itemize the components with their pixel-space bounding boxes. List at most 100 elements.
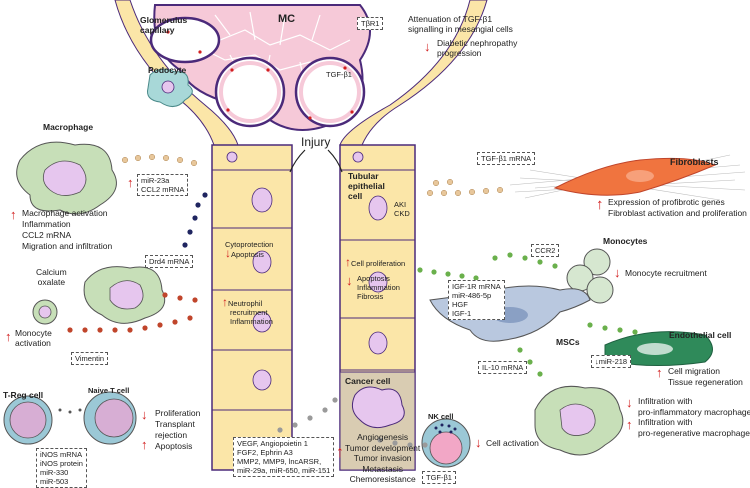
cell-activation-label: Cell activation [486, 438, 539, 448]
il10-box: IL-10 mRNA [478, 361, 528, 374]
mir486-line: miR-486-5p [452, 291, 492, 300]
neutrophil-word: Neutrophil [228, 299, 263, 308]
vegf-line-2: FGF2, Ephrin A3 [237, 448, 293, 457]
ccr2-box: CCR2 [531, 244, 560, 257]
mir23a-line: miR-23a [141, 176, 170, 185]
endo-effects: Cell migration Tissue regeneration [668, 366, 743, 388]
capillary-loop-top [149, 16, 221, 64]
neutrophil-line: ↑Neutrophil [222, 295, 263, 309]
apoptosis-line: ↓Apoptosis [225, 246, 264, 260]
mir218-box: ↓miR-218 [591, 355, 632, 368]
infiltration-1: Infiltration with [638, 396, 693, 406]
drd4-box: Drd4 mRNA [145, 255, 194, 268]
infiltration-3: Infiltration with [638, 417, 693, 427]
macrophage-effect-3: CCL2 mRNA [22, 230, 72, 240]
mir503: miR-503 [40, 477, 69, 486]
mir330: miR-330 [40, 468, 69, 477]
right-fibrosis: Fibrosis [357, 292, 384, 301]
podocyte-label: Podocyte [148, 65, 187, 75]
monocytes-label: Monocytes [603, 236, 648, 246]
vegf-line-3: MMP2, MMP9, lncARSR, [237, 457, 322, 466]
macrophage-effects: Macrophage activation Inflammation CCL2 … [22, 208, 112, 252]
right-apoptosis: Apoptosis [357, 274, 390, 283]
endo-up-arrow: ↑ [656, 365, 663, 380]
cytoprotection-text: Cytoprotection ↓Apoptosis [225, 240, 273, 259]
infiltration-4: pro-regenerative macrophages [638, 427, 750, 438]
nk-down-arrow: ↓ [475, 435, 482, 450]
neutrophil-text: ↑Neutrophil recruitment Inflammation [222, 295, 273, 326]
cancer-effect-5: Chemoresistance [349, 474, 416, 484]
igf1r-line: IGF-1R mRNA [452, 282, 501, 291]
inos-protein: iNOS protein [40, 459, 83, 468]
recruitment-line: recruitment [230, 308, 268, 317]
endo-effect-1: Cell migration [668, 366, 720, 376]
diabetic-text: Diabetic nephropathy progression [437, 38, 518, 58]
monocyte-activation-arrow: ↑ [5, 329, 12, 344]
inflammation-line: Inflammation [230, 317, 273, 326]
nk-label: NK cell [428, 412, 454, 421]
tcell-effect-4: Apoptosis [155, 441, 193, 451]
tbr1-box: TβR1 [357, 17, 384, 30]
tgfb1-mrna-box: TGF-β1 mRNA [477, 152, 536, 165]
aki-label: AKI [394, 200, 407, 209]
fibro-effects: Expression of profibrotic genes Fibrobla… [608, 197, 747, 219]
igf-box: IGF-1R mRNA miR-486-5p HGF IGF-1 [448, 280, 505, 320]
capillary-loop-left [214, 56, 286, 128]
attenuation-text: Attenuation of TGF-β1 signalling in mesa… [408, 14, 513, 34]
right-apoptosis-arrow: ↓ [346, 273, 353, 288]
cell-prolif-word: Cell proliferation [351, 259, 406, 268]
tcell-down-arrow: ↓ [141, 407, 148, 422]
tcell-up-arrow: ↑ [141, 437, 148, 452]
infiltration-text: Infiltration with pro-inflammatory macro… [638, 396, 750, 438]
cancer-up-arrow: ↑ [336, 444, 344, 461]
fibro-up-arrow: ↑ [596, 196, 604, 213]
injury-label: Injury [301, 135, 331, 149]
vegf-line-1: VEGF, Angiopoietin 1 [237, 439, 308, 448]
macrophage-effect-1: Macrophage activation [22, 208, 108, 218]
infiltration-2: pro-inflammatory macrophages [638, 406, 750, 417]
diabetic-down-arrow: ↓ [424, 39, 431, 54]
dots-tan [121, 153, 504, 197]
mscs-label: MSCs [556, 337, 580, 347]
cancer-effect-2: Tumor development [345, 442, 421, 453]
cancer-effect-1: Angiogenesis [357, 432, 409, 442]
cancer-cell-label: Cancer cell [345, 376, 391, 386]
dots-red [67, 292, 198, 333]
macrophage-label: Macrophage [43, 122, 94, 132]
monocyte-recruitment-label: Monocyte recruitment [625, 268, 707, 278]
tubule-left [211, 144, 293, 471]
inos-mrna: iNOS mRNA [40, 450, 83, 459]
tgfb1-glom-label: TGF-β1 [326, 70, 352, 79]
cell-prolif-text: ↑Cell proliferation [345, 255, 406, 269]
endo-effect-2: Tissue regeneration [668, 377, 743, 387]
dots-green [417, 252, 638, 377]
igf1-line: IGF-1 [452, 309, 472, 318]
apoptosis-word: Apoptosis [231, 250, 264, 259]
fibro-effect-1: Expression of profibrotic genes [608, 197, 725, 207]
tcell-effect-2: Transplant [155, 419, 195, 429]
ckd-label: CKD [394, 209, 410, 218]
inos-box: iNOS mRNA iNOS protein miR-330 miR-503 [36, 448, 87, 488]
dots-grey [277, 397, 428, 448]
macrophage-up-arrow: ↑ [10, 207, 17, 222]
right-inflammation: Inflammation [357, 283, 400, 292]
dots-navy [177, 192, 208, 261]
cancer-effects: Angiogenesis Tumor development Tumor inv… [345, 432, 420, 485]
aki-ckd: AKI CKD [394, 200, 410, 218]
mc-label: MC [278, 13, 296, 25]
glomerulus-label: Glomerulus capillary [140, 15, 188, 35]
ccl2-line: CCL2 mRNA [141, 185, 185, 194]
endothelial-label: Endothelial cell [669, 330, 732, 340]
monocyte-recruit-arrow: ↓ [614, 265, 621, 280]
infiltration-down-arrow: ↓ [626, 395, 633, 410]
mir23a-up-arrow: ↑ [127, 175, 134, 190]
fibro-effect-2: Fibroblast activation and proliferation [608, 208, 747, 218]
monocyte-activation-label: Monocyte activation [15, 328, 52, 348]
tcell-effect-3: rejection [155, 430, 188, 440]
tcell-effect-1: Proliferation [155, 408, 201, 418]
fibroblasts-label: Fibroblasts [670, 157, 719, 167]
calcium-oxalate-label: Calcium oxalate [36, 267, 67, 287]
vegf-line-4: miR-29a, miR-650, miR-151 [237, 466, 331, 475]
cancer-effect-4: Metastasis [362, 463, 403, 474]
